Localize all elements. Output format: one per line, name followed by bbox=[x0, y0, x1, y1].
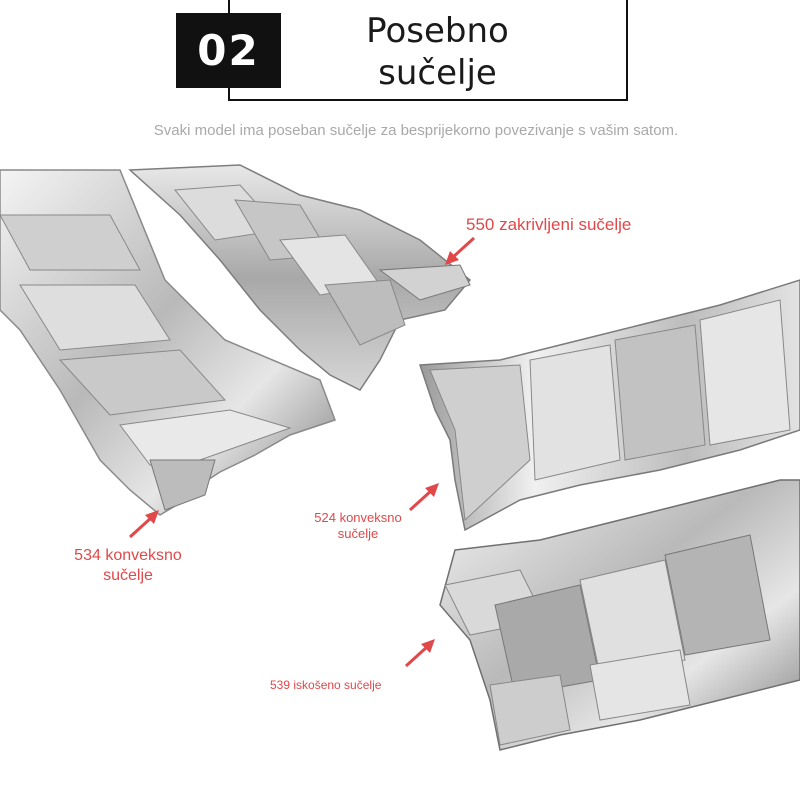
bracelet-524 bbox=[418, 279, 800, 532]
callout-534-label: 534 konveksno sučelje bbox=[74, 547, 182, 584]
header: 02 Posebno sučelje bbox=[0, 0, 800, 120]
bracelet-534 bbox=[0, 169, 336, 516]
bracelet-550 bbox=[128, 164, 472, 391]
arrow-524-icon bbox=[408, 483, 439, 512]
subtitle: Svaki model ima poseban sučelje za bespr… bbox=[153, 122, 679, 139]
arrow-550-icon bbox=[445, 236, 476, 265]
section-number: 02 bbox=[176, 13, 281, 88]
callout-550-label: 550 zakrivljeni sučelje bbox=[466, 215, 632, 234]
arrow-534-icon bbox=[128, 510, 159, 539]
bracelet-539 bbox=[439, 479, 800, 751]
watch-bracelets-photo bbox=[0, 164, 800, 751]
callout-539-label: 539 iskošeno sučelje bbox=[270, 678, 382, 692]
page-title: Posebno sučelje bbox=[366, 11, 509, 93]
arrow-539-icon bbox=[404, 639, 435, 668]
callout-524-label: 524 konveksno sučelje bbox=[314, 510, 402, 542]
